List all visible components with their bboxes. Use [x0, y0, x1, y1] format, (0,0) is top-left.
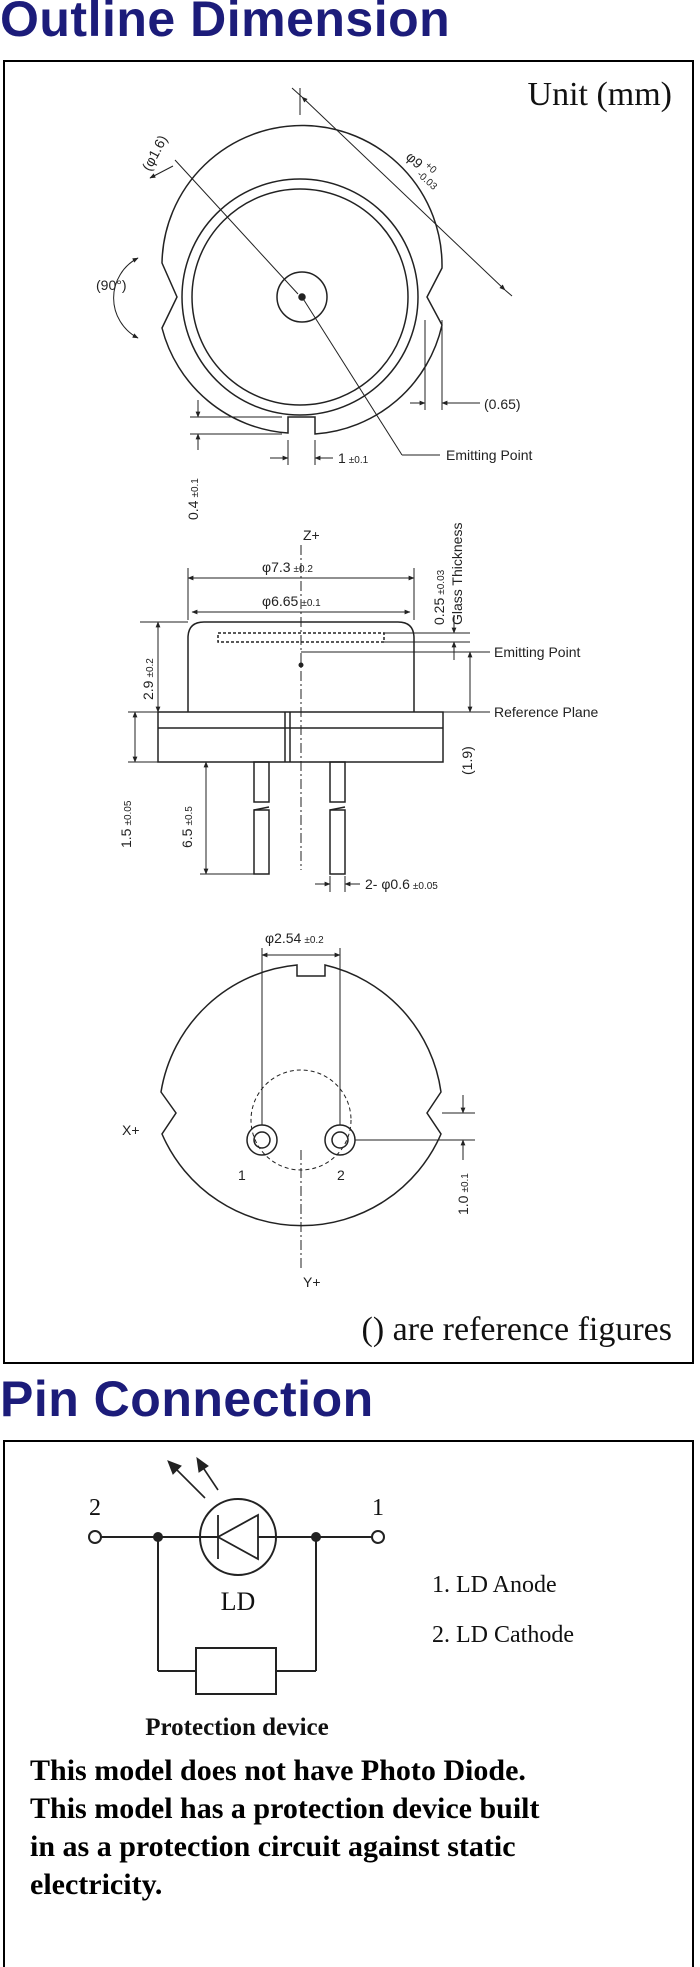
top-view-cap-window [191, 188, 409, 406]
top-emitting-point-label: Emitting Point [446, 447, 532, 463]
y-axis-label: Y+ [303, 1274, 321, 1290]
model-note-line-4: electricity. [30, 1868, 163, 1901]
model-note: This model does not have Photo Diode. Th… [30, 1752, 690, 1904]
top-view-outer-outline [161, 124, 443, 435]
model-note-line-3: in as a protection circuit against stati… [30, 1830, 516, 1863]
reference-plane-label: Reference Plane [494, 704, 599, 720]
angle-90-label: (90°) [96, 277, 127, 293]
model-note-line-1: This model does not have Photo Diode. [30, 1754, 526, 1787]
outline-dimension-box [3, 60, 694, 1364]
phi-6-65-label: φ6.65±0.1 [262, 593, 321, 609]
outline-dimension-title: Outline Dimension [0, 0, 451, 47]
pin-connection-title: Pin Connection [0, 1371, 374, 1427]
x-axis-label: X+ [122, 1122, 140, 1138]
pin1-label: 1 [238, 1167, 246, 1183]
dim-1-9-label: (1.9) [459, 746, 475, 775]
pin2-number: 2 [89, 1495, 101, 1521]
lead-diameter-label: 2- φ0.6±0.05 [365, 876, 438, 892]
pin2-label: 2 [337, 1167, 345, 1183]
side-emitting-point-label: Emitting Point [494, 644, 580, 660]
glass-thickness-label: Glass Thickness [449, 523, 465, 625]
z-axis-label: Z+ [303, 527, 320, 543]
pin-schematic [88, 1456, 385, 1695]
notch-width-label: 1±0.1 [338, 450, 369, 466]
top-view-cap-outer [181, 178, 419, 416]
dim-0-65-label: (0.65) [484, 396, 521, 412]
pin1-terminal [371, 1530, 385, 1544]
protection-device-symbol [195, 1647, 277, 1695]
notch-depth-label: 0.4±0.1 [185, 478, 201, 520]
phi-7-3-label: φ7.3±0.2 [262, 559, 313, 575]
bottom-view-pin1 [246, 1124, 278, 1156]
lead-6-5-label: 6.5±0.5 [179, 806, 195, 848]
pin-list-item-1: 1. LD Anode [432, 1572, 557, 1598]
ld-label: LD [221, 1587, 256, 1616]
pin-list-item-2: 2. LD Cathode [432, 1622, 574, 1648]
phi-9-tol-lower: -0.03 [415, 169, 440, 193]
pin-connection-box [3, 1440, 694, 1967]
offset-1-0-label: 1.0±0.1 [455, 1173, 471, 1215]
protection-device-label: Protection device [145, 1714, 329, 1741]
model-note-line-2: This model has a protection device built [30, 1792, 540, 1825]
bottom-view-pin2 [324, 1124, 356, 1156]
side-view-flange [157, 711, 444, 763]
top-view [161, 124, 443, 435]
flange-1-5-label: 1.5±0.05 [118, 800, 134, 848]
pin1-number: 1 [372, 1495, 384, 1521]
reference-figures-note: () are reference figures [362, 1311, 672, 1348]
bottom-view-outline [160, 964, 442, 1227]
phi-1-6-label: (φ1.6) [139, 132, 171, 173]
side-view-leads [253, 761, 346, 875]
height-2-9-label: 2.9±0.2 [140, 658, 156, 700]
glass-thickness-value: 0.25±0.03 [431, 569, 447, 625]
unit-label: Unit (mm) [528, 76, 672, 113]
pin2-terminal [88, 1530, 102, 1544]
phi-2-54-label: φ2.54±0.2 [265, 930, 324, 946]
